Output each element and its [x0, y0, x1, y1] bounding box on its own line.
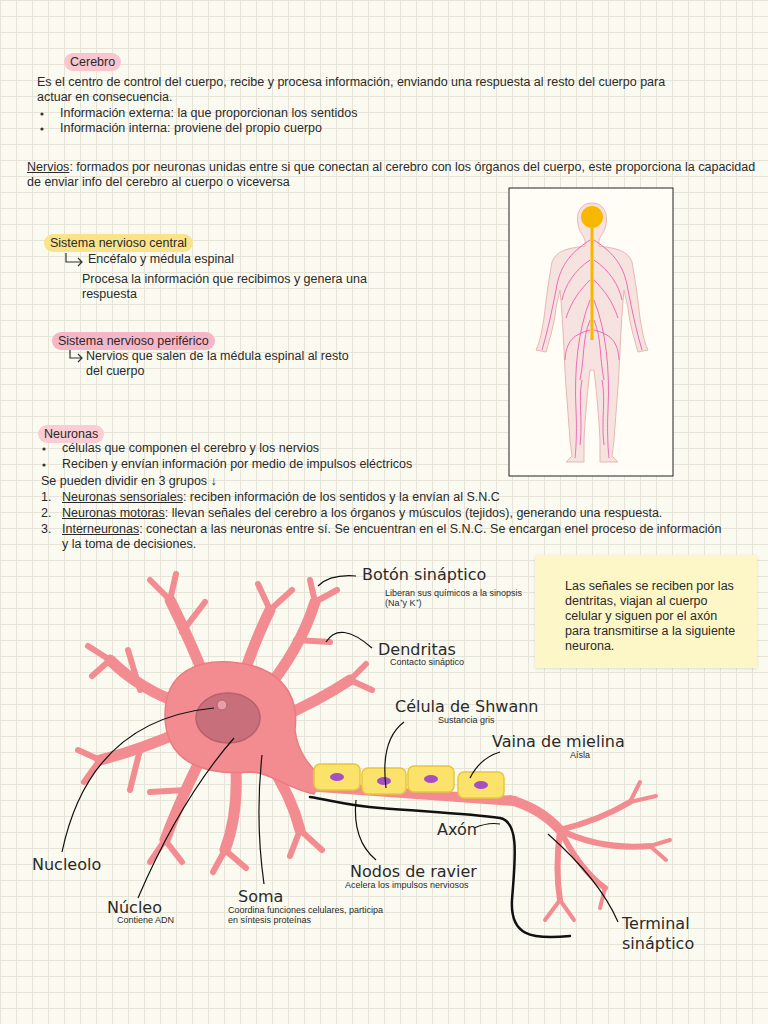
part-name: Terminal sináptico: [622, 914, 722, 954]
list-number: 2.: [41, 506, 61, 521]
nervous-system-figure: [509, 188, 673, 476]
part-name: Célula de Shwann: [395, 697, 565, 717]
part-note: Contacto sináptico: [390, 657, 510, 667]
heading-highlight: Neuronas: [38, 425, 104, 443]
node-text: Sistema nervioso periférico: [58, 333, 209, 349]
list-number: 3.: [41, 522, 61, 537]
paragraph: Nervios: formados por neuronas unidas en…: [27, 160, 762, 190]
part-note: Liberan sus químicos a la sinopsis (Na⁺y…: [385, 588, 525, 608]
part-name: Nodos de ravier: [350, 862, 510, 882]
list-text: Neuronas motoras: llevan señales del cer…: [62, 506, 752, 521]
bullet-text: células que componen el cerebro y los ne…: [62, 441, 462, 456]
note-text: Procesa la información que recibimos y g…: [82, 272, 412, 302]
node-text: Sistema nervioso central: [50, 235, 187, 251]
part-name: Soma: [238, 887, 318, 907]
node-text: Neuronas: [44, 426, 98, 442]
bullet-text: Información interna: proviene del propio…: [60, 121, 480, 136]
list-text: Neuronas sensoriales: reciben informació…: [62, 490, 662, 505]
paragraph: Es el centro de control del cuerpo, reci…: [37, 75, 677, 105]
list-text: Interneuronas: conectan a las neuronas e…: [62, 522, 722, 552]
heading-highlight: Sistema nervioso periférico: [52, 332, 215, 350]
part-note: Acelera los impulsos nerviosos: [345, 880, 515, 890]
part-note: Aísla: [570, 750, 630, 760]
heading-highlight: Cerebro: [64, 53, 121, 71]
note-text: Nervios que salen de la médula espinal a…: [86, 349, 356, 379]
paragraph: Se pueden dividir en 3 grupos ↓: [41, 474, 341, 489]
part-note: Coordina funciones celulares, participa …: [228, 905, 388, 925]
heading-highlight: Sistema nervioso central: [44, 234, 193, 252]
bullet-text: Información externa: la que proporcionan…: [60, 106, 480, 121]
bullet-text: Reciben y envían información por medio d…: [62, 457, 502, 472]
part-name: Botón sináptico: [362, 565, 522, 585]
node-text: Las señales se reciben por las dentritas…: [565, 579, 741, 654]
part-name: Axón: [437, 820, 497, 840]
axon-bracket: [310, 797, 570, 937]
part-note: Contiene ADN: [117, 915, 207, 925]
part-name: Nucleolo: [32, 855, 132, 875]
part-note: Sustancia gris: [438, 715, 538, 725]
note-text: Encéfalo y médula espinal: [88, 252, 388, 267]
list-number: 1.: [41, 490, 61, 505]
sticky-note: Las señales se reciben por las dentritas…: [535, 555, 757, 668]
node-text: Cerebro: [70, 54, 115, 70]
part-name: Vaina de mielina: [492, 732, 642, 752]
